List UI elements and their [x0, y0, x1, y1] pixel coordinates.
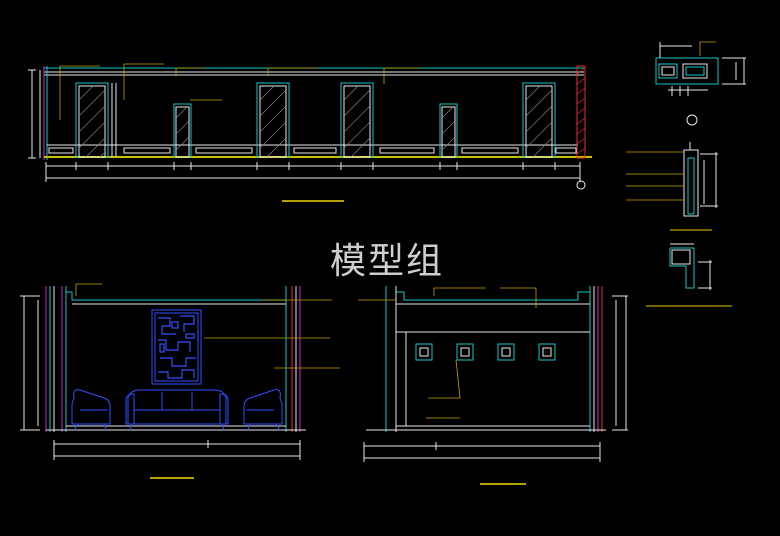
top-elevation [28, 63, 592, 202]
left-elevation [20, 283, 340, 479]
detail-1 [655, 41, 746, 96]
detail-sections [626, 41, 746, 307]
door-5 [439, 103, 458, 158]
frame-3 [497, 343, 515, 361]
door-4 [340, 82, 374, 158]
lattice-artwork [151, 309, 202, 385]
frame-4 [538, 343, 556, 361]
frame-1 [415, 343, 433, 361]
door-6 [522, 82, 556, 158]
armchair-left [71, 389, 111, 431]
detail-3 [646, 243, 732, 307]
right-elevation [358, 286, 628, 485]
armchair-right [243, 389, 283, 431]
frame-2 [456, 343, 474, 361]
door-2 [173, 103, 192, 158]
door-1 [75, 82, 109, 158]
sofa [125, 389, 229, 431]
door-3 [256, 82, 290, 158]
detail-2 [626, 142, 718, 231]
